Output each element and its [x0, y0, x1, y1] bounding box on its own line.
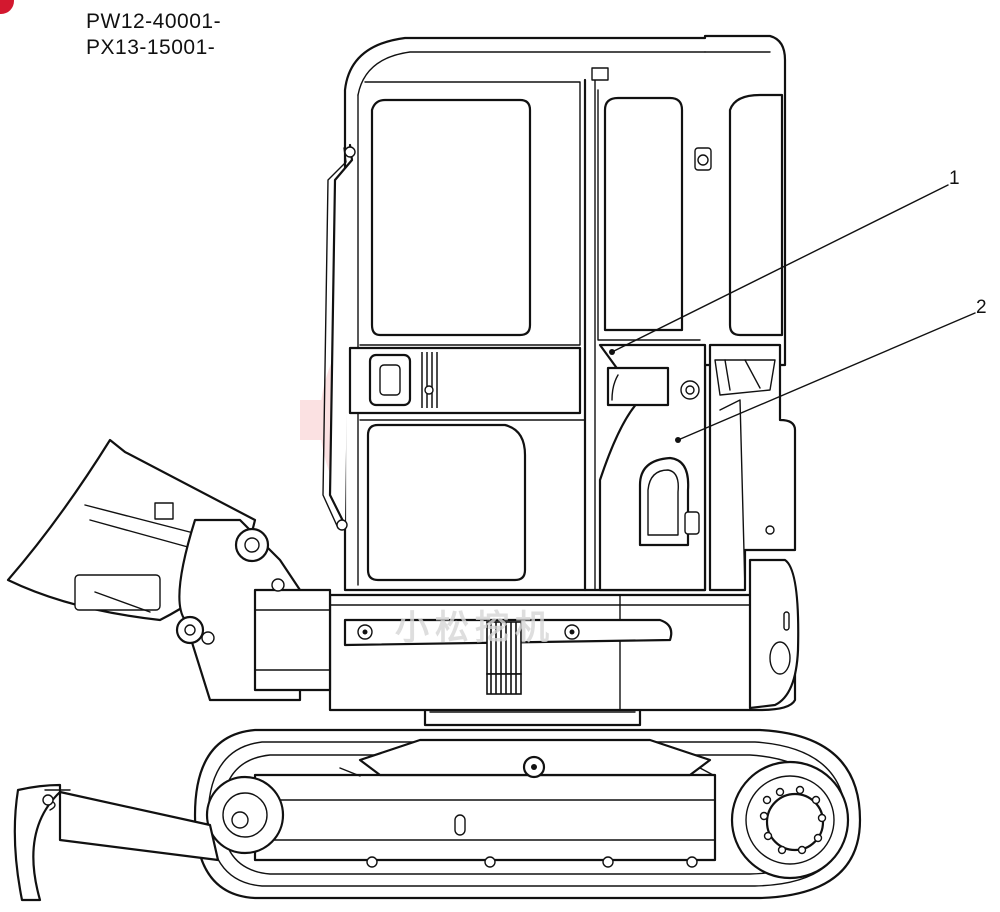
serial-range-2: PX13-15001-	[86, 36, 216, 59]
serial-range-1: PW12-40001-	[86, 10, 222, 33]
callout-label-2: 2	[976, 297, 987, 318]
upper-structure	[328, 558, 800, 727]
watermark-text: 小松挖机	[395, 609, 555, 647]
crawler-track	[193, 728, 862, 900]
callout-label-1: 1	[949, 168, 960, 189]
dozer-blade	[13, 783, 220, 902]
boom-arm	[6, 438, 332, 702]
side-grille	[486, 621, 522, 695]
leader-lines	[609, 184, 976, 443]
rear-cover	[598, 343, 797, 592]
